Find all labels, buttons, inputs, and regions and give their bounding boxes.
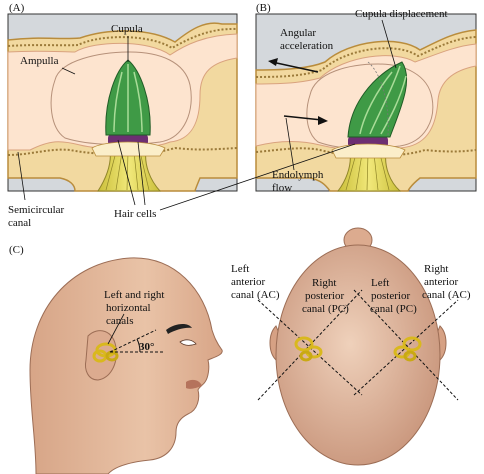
side-head — [29, 257, 223, 474]
top-head — [275, 244, 441, 466]
label-semicircular-2: canal — [8, 217, 31, 229]
panel-b-ampulla-wall — [306, 63, 434, 150]
panel-c-letter: (C) — [9, 244, 24, 256]
panel-a-letter: (A) — [9, 2, 25, 14]
label-endolymph-2: flow — [272, 182, 292, 194]
label-left-ac-1: Left — [231, 263, 249, 275]
label-30-degree: 30° — [139, 341, 154, 353]
label-angular-1: Angular — [280, 27, 316, 39]
endolymph-flow-arrow — [283, 115, 328, 125]
panel-b: (B) Cupula displacement Angular accelera… — [255, 2, 477, 194]
panel-c: (C) Left and right horizontal canals 30° — [9, 244, 223, 474]
label-right-ac-2: anterior — [424, 276, 459, 288]
label-right-pc-2: posterior — [305, 290, 344, 302]
label-cupula-displacement: Cupula displacement — [355, 8, 448, 20]
label-semicircular-1: Semicircular — [8, 204, 65, 216]
panel-b-cupula-stripes — [359, 65, 407, 135]
panel-a-crista — [91, 141, 166, 157]
canal-plane-line — [109, 329, 157, 353]
label-horizontal-2: horizontal — [106, 302, 151, 314]
panel-b-leaders — [285, 19, 397, 171]
panel-b-nerve-fibers — [345, 153, 390, 191]
panel-b-crista — [331, 143, 406, 159]
panel-b-cupula — [347, 61, 408, 138]
label-ampulla: Ampulla — [20, 55, 59, 67]
side-lips — [186, 379, 202, 389]
label-left-pc-2: posterior — [371, 290, 410, 302]
label-right-ac-1: Right — [424, 263, 448, 275]
panel-a-membrane-top — [7, 27, 238, 50]
hair-cells-leaders-b — [159, 143, 356, 211]
label-left-pc-1: Left — [371, 277, 389, 289]
label-hair-cells: Hair cells — [114, 208, 156, 220]
label-right-pc-1: Right — [312, 277, 336, 289]
top-head-view: Left anterior canal (AC) Right posterior… — [231, 227, 471, 466]
label-cupula: Cupula — [111, 23, 143, 35]
panel-a-ampulla-wall — [50, 51, 192, 146]
side-eye — [179, 339, 197, 346]
panel-a: (A) Cupula Ampulla Semicircular canal Ha… — [7, 2, 238, 229]
horizontal-canals-leader — [107, 313, 125, 345]
label-left-ac-2: anterior — [231, 276, 266, 288]
panel-b-cupula-original — [367, 61, 389, 136]
label-right-ac-3: canal (AC) — [422, 289, 471, 301]
label-endolymph-1: Endolymph — [272, 169, 324, 181]
panel-b-letter: (B) — [256, 2, 271, 14]
panel-a-cupula-stripes — [113, 64, 143, 133]
top-canals-left — [294, 336, 323, 362]
label-horizontal-3: canals — [106, 315, 133, 327]
label-horizontal-1: Left and right — [104, 289, 164, 301]
side-eyebrow — [166, 324, 192, 334]
top-canals-right — [393, 336, 422, 362]
label-angular-2: acceleration — [280, 40, 334, 52]
angular-acceleration-arrow — [268, 58, 319, 73]
label-left-ac-3: canal (AC) — [231, 289, 280, 301]
panel-b-membrane-top — [255, 36, 477, 78]
panel-a-nerve-fibers — [105, 151, 150, 191]
label-left-pc-3: canal (PC) — [370, 303, 417, 315]
label-right-pc-3: canal (PC) — [302, 303, 349, 315]
panel-a-leaders — [17, 36, 146, 206]
angle-arc — [136, 338, 141, 353]
